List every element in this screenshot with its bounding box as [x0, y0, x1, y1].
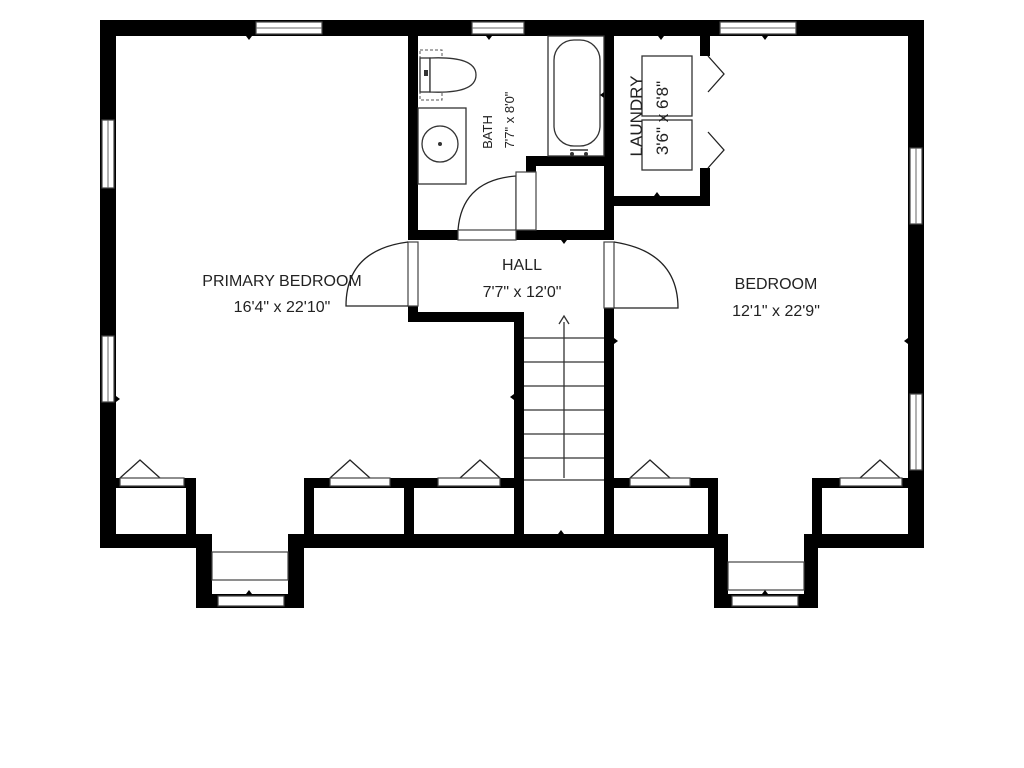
bath-dims: 7'7" x 8'0" [502, 91, 517, 148]
windows [101, 21, 923, 607]
primary-bedroom-name: PRIMARY BEDROOM [202, 273, 361, 290]
hall-name: HALL [502, 257, 542, 274]
wall-markers [116, 36, 908, 594]
staircase [524, 314, 604, 481]
hall-dims: 7'7" x 12'0" [483, 284, 562, 301]
bedroom-dims: 12'1" x 22'9" [732, 303, 820, 320]
primary-bedroom-dims: 16'4" x 22'10" [234, 299, 331, 316]
laundry-name: LAUNDRY [627, 76, 646, 157]
doors [119, 55, 903, 487]
bedroom-name: BEDROOM [735, 276, 818, 293]
bath-fixtures [417, 35, 605, 185]
laundry-dims: 3'6" x 6'8" [653, 81, 672, 155]
laundry-appliances [641, 55, 693, 171]
bath-name: BATH [480, 115, 495, 149]
room-labels: PRIMARY BEDROOM 16'4" x 22'10" HALL 7'7"… [202, 76, 820, 320]
